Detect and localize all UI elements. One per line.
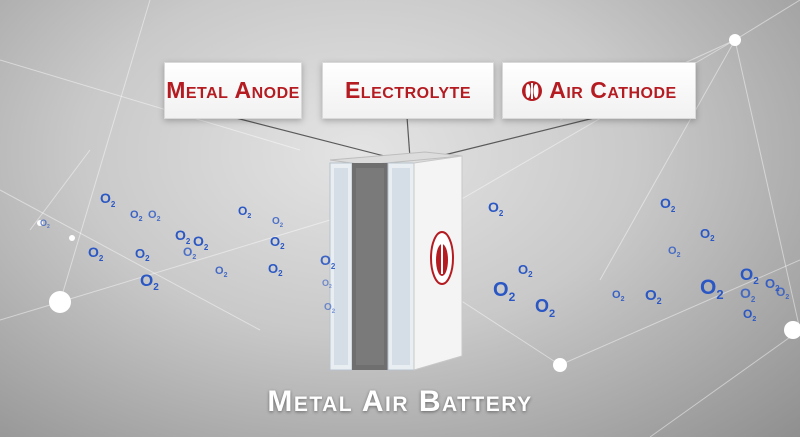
network-node: [37, 220, 43, 226]
o2-molecule: O2: [238, 204, 251, 220]
label-air-cathode-text: Air Cathode: [549, 77, 677, 103]
label-metal-anode: Metal Anode: [164, 62, 302, 119]
network-nodes: [37, 34, 800, 372]
o2-molecule: O2: [270, 234, 285, 251]
o2-molecule: O2: [140, 271, 159, 293]
o2-molecule: O2: [322, 278, 332, 290]
o2-molecule: O2: [320, 252, 336, 271]
o2-molecule: O2: [88, 244, 104, 263]
o2-molecule: O2: [740, 285, 756, 304]
tulip-logo-icon: [522, 80, 543, 101]
network-node: [729, 34, 741, 46]
network-node: [553, 358, 567, 372]
o2-molecule: O2: [612, 289, 625, 303]
o2-molecule: O2: [660, 195, 676, 214]
o2-molecule: O2: [700, 276, 724, 302]
electrolyte-layer-texture: [356, 168, 384, 365]
o2-molecule: O2: [193, 233, 209, 252]
o2-molecule: O2: [324, 302, 336, 315]
o2-molecule: O2: [130, 209, 143, 223]
o2-molecule: O2: [776, 285, 789, 301]
o2-molecule: O2: [488, 199, 504, 218]
network-node: [49, 291, 71, 313]
o2-molecule: O2: [700, 226, 715, 243]
o2-molecule: O2: [645, 287, 662, 306]
network-node: [69, 235, 75, 241]
battery-logo-icon: [430, 231, 454, 285]
label-metal-anode-text: Metal Anode: [166, 77, 300, 103]
o2-molecule: O2: [740, 265, 759, 287]
o2-molecule: O2: [493, 279, 516, 304]
o2-molecule: O2: [40, 218, 50, 230]
network-node: [784, 321, 800, 339]
o2-molecule: O2: [175, 227, 191, 246]
o2-molecule: O2: [268, 261, 283, 278]
o2-molecule: O2: [535, 296, 555, 320]
diagram-title: Metal Air Battery: [267, 385, 533, 418]
connector-lines: [231, 116, 599, 159]
o2-molecule: O2: [135, 246, 150, 263]
o2-molecule: O2: [215, 265, 228, 279]
o2-molecule: O2: [765, 276, 780, 293]
battery-cell: [329, 151, 463, 371]
o2-molecule: O2: [148, 209, 161, 223]
o2-molecule: O2: [100, 190, 116, 209]
anode-layer-inner: [334, 168, 348, 365]
label-air-cathode: Air Cathode: [502, 62, 696, 119]
o2-molecule: O2: [518, 262, 533, 279]
o2-molecule: O2: [668, 245, 681, 259]
label-electrolyte-text: Electrolyte: [344, 77, 472, 103]
o2-molecule: O2: [183, 245, 196, 261]
o2-molecule: O2: [272, 216, 284, 229]
cathode-layer-inner: [392, 168, 410, 365]
label-electrolyte: Electrolyte: [322, 62, 494, 119]
o2-molecule: O2: [743, 307, 756, 323]
